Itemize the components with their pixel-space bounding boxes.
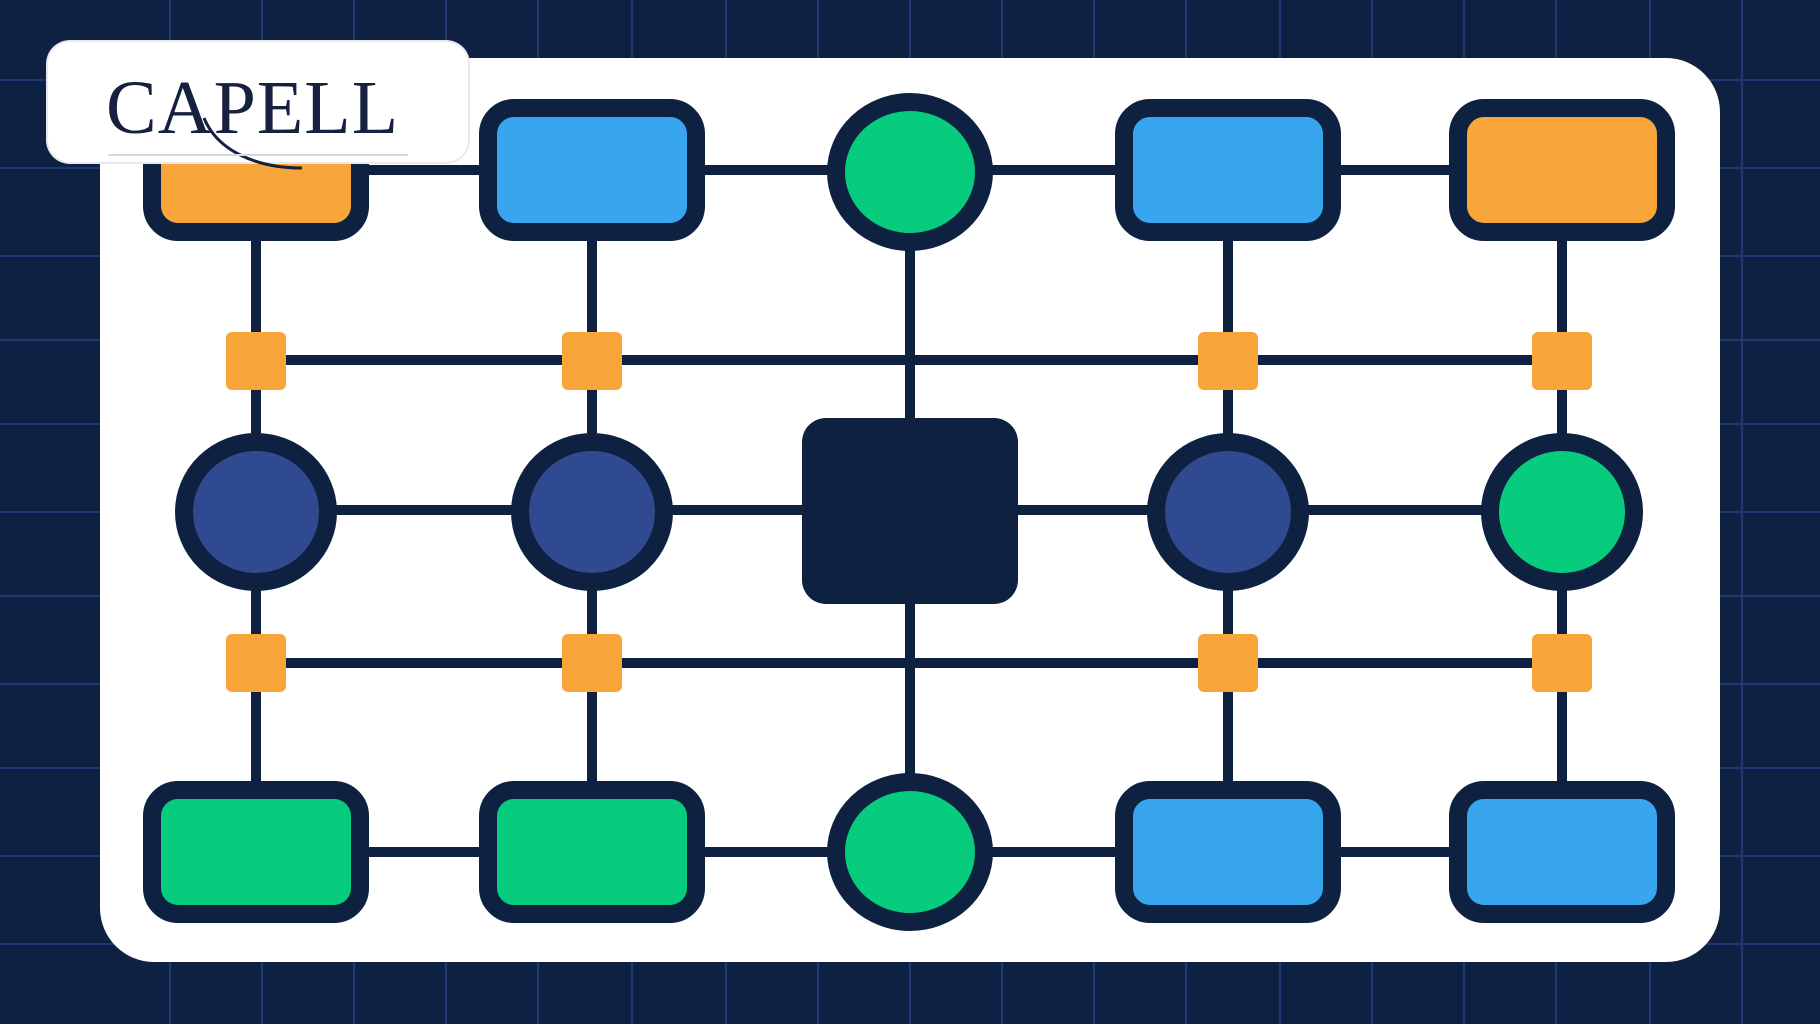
junction (1198, 634, 1258, 692)
node-r3c2 (479, 781, 705, 923)
junction (562, 332, 622, 390)
node-r3c3 (827, 773, 993, 931)
node-r1c5 (1449, 99, 1675, 241)
node-r3c4 (1115, 781, 1341, 923)
logo-text: CAPELL (106, 66, 400, 150)
node-r2c2 (511, 433, 673, 591)
junction (226, 332, 286, 390)
junction (1198, 332, 1258, 390)
junction (1532, 634, 1592, 692)
node-r3c1 (143, 781, 369, 923)
junction (1532, 332, 1592, 390)
logo-swoosh-icon (202, 117, 303, 170)
node-r1c4 (1115, 99, 1341, 241)
logo-card: CAPELL (48, 42, 468, 170)
node-r2c5 (1481, 433, 1643, 591)
node-r2c1 (175, 433, 337, 591)
node-r2c3-hub (802, 418, 1018, 604)
node-r1c3 (827, 93, 993, 251)
node-r2c4 (1147, 433, 1309, 591)
junction (226, 634, 286, 692)
junctions (226, 332, 1592, 692)
node-r3c5 (1449, 781, 1675, 923)
logo-underline (108, 154, 408, 156)
junction (562, 634, 622, 692)
node-r1c2 (479, 99, 705, 241)
